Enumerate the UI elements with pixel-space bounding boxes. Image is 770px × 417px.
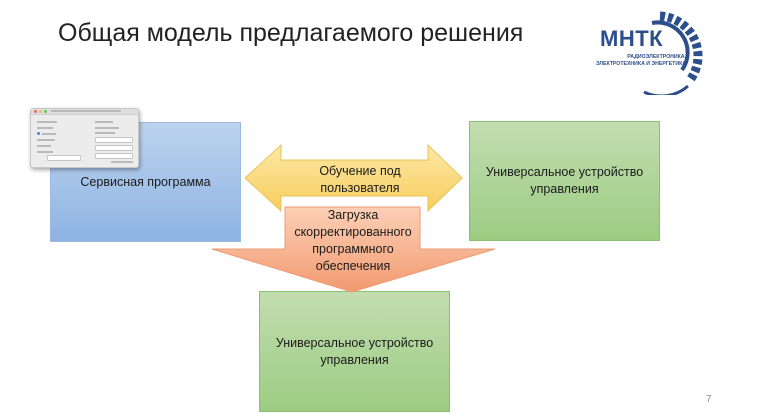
screenshot-text-line xyxy=(37,145,51,147)
screenshot-button xyxy=(95,145,133,151)
device-top-label: Универсальное устройство управления xyxy=(485,165,644,196)
logo-name: МНТК xyxy=(600,26,664,51)
window-minimize-icon xyxy=(39,110,42,113)
slide-title: Общая модель предлагаемого решения xyxy=(58,19,524,47)
service-program-label: Сервисная программа xyxy=(80,174,211,189)
screenshot-text-line xyxy=(37,151,53,153)
training-arrow-label: Обучение под пользователя xyxy=(319,164,401,195)
window-close-icon xyxy=(34,110,37,113)
screenshot-text-line xyxy=(95,127,119,129)
device-top-box: Универсальное устройство управления xyxy=(469,121,660,241)
screenshot-button xyxy=(95,153,133,159)
window-maximize-icon xyxy=(44,110,47,113)
download-down-arrow xyxy=(211,206,496,293)
screenshot-button xyxy=(95,137,133,143)
training-double-arrow xyxy=(244,143,463,213)
device-bottom-label: Универсальное устройство управления xyxy=(275,335,434,367)
page-number: 7 xyxy=(706,394,712,405)
screenshot-button xyxy=(47,155,81,161)
screenshot-text-line xyxy=(95,132,115,134)
window-titlebar xyxy=(31,109,138,115)
screenshot-text-line xyxy=(111,161,133,163)
screenshot-text-line xyxy=(37,121,57,123)
service-program-screenshot xyxy=(30,108,139,168)
device-bottom-box: Универсальное устройство управления xyxy=(259,291,450,412)
logo-subtitle: РАДИОЭЛЕКТРОНИКА, ЭЛЕКТРОТЕХНИКА И ЭНЕРГ… xyxy=(595,54,686,67)
window-title-placeholder xyxy=(51,110,121,112)
screenshot-radio-icon xyxy=(37,132,40,135)
screenshot-text-line xyxy=(95,121,113,123)
screenshot-text-line xyxy=(37,127,53,129)
screenshot-text-line xyxy=(42,133,56,135)
screenshot-text-line xyxy=(37,139,55,141)
download-arrow-label: Загрузка скорректированного программного… xyxy=(294,208,412,273)
